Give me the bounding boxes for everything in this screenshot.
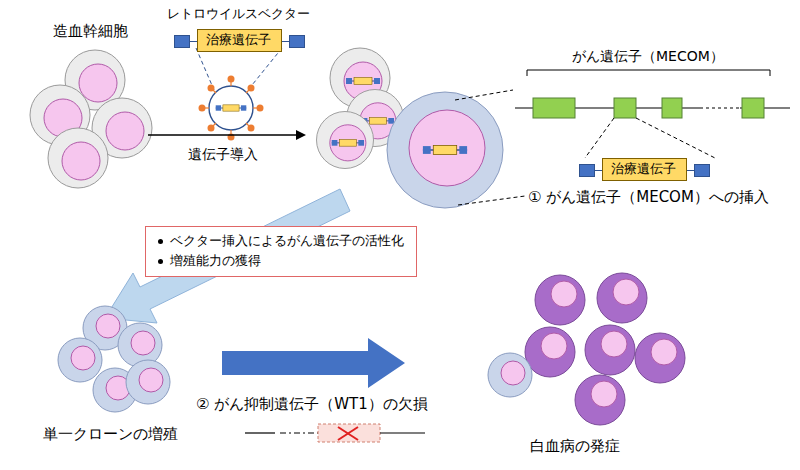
note-text: 増殖能力の獲得 <box>170 253 261 268</box>
ltr-cap <box>694 164 710 177</box>
caption-label: レトロウイルスベクター <box>167 6 310 22</box>
caption-label: 白血病の発症 <box>530 437 620 455</box>
bullet-dot <box>158 259 163 264</box>
caption-label: 単一クローンの増殖 <box>43 425 178 443</box>
gene-name: 治療遺伝子 <box>206 32 271 47</box>
bullet-row: 増殖能力の獲得 <box>156 251 406 271</box>
ltr-cap <box>289 35 305 48</box>
gene-box: 治療遺伝子 <box>197 29 282 52</box>
caption-label: 造血幹細胞 <box>53 22 128 40</box>
ltr-cap <box>174 35 190 48</box>
bullet-row: ベクター挿入によるがん遺伝子の活性化 <box>156 231 406 251</box>
note-text: ベクター挿入によるがん遺伝子の活性化 <box>170 233 404 248</box>
caption-label: ② がん抑制遺伝子（WT1）の欠損 <box>196 395 428 413</box>
caption-label: がん遺伝子（MECOM） <box>572 48 724 65</box>
gene-box: 治療遺伝子 <box>602 158 687 181</box>
caption-label: ① がん遺伝子（MECOM）への挿入 <box>528 188 769 206</box>
caption-label: 遺伝子導入 <box>188 146 258 163</box>
ltr-cap <box>579 164 595 177</box>
gene-name: 治療遺伝子 <box>611 161 676 176</box>
bullet-dot <box>158 239 163 244</box>
note-box: ベクター挿入によるがん遺伝子の活性化増殖能力の獲得 <box>145 226 417 277</box>
